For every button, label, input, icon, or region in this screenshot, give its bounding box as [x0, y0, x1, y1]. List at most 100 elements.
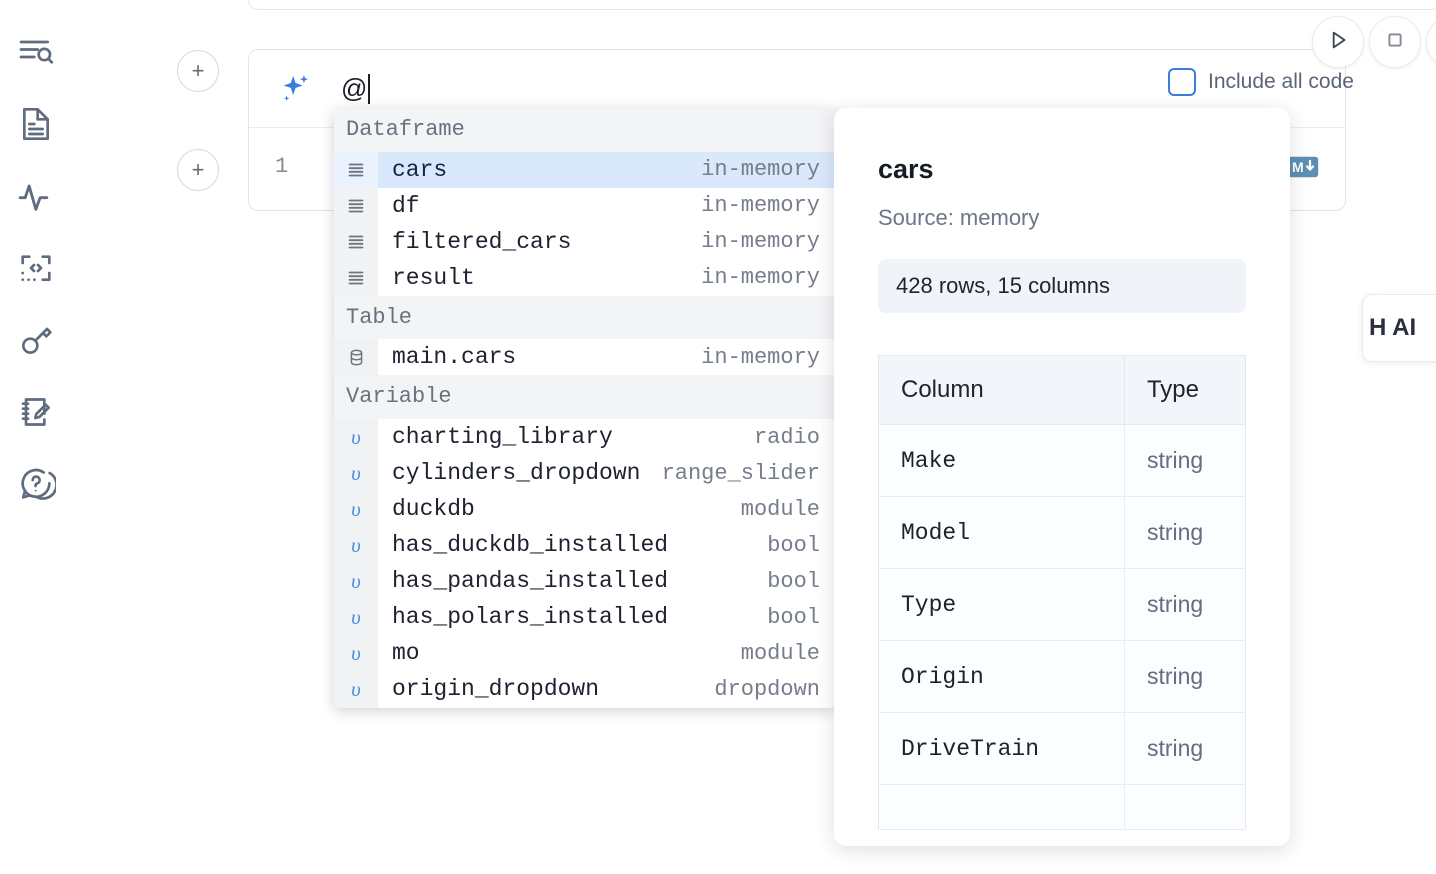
interrupt-button[interactable] — [1369, 16, 1421, 68]
autocomplete-item[interactable]: df in-memory — [334, 187, 834, 224]
autocomplete-item[interactable]: result in-memory — [334, 259, 834, 296]
autocomplete-item[interactable]: cars in-memory — [334, 151, 834, 188]
outline-search-icon — [16, 32, 56, 72]
column-type-cell: string — [1124, 568, 1246, 641]
include-all-code-checkbox[interactable] — [1168, 68, 1196, 96]
autocomplete-item-name: duckdb — [392, 496, 475, 523]
sidebar-item-secrets[interactable] — [10, 304, 62, 376]
autocomplete-item[interactable]: υ has_duckdb_installed bool — [334, 527, 834, 564]
rows-icon — [334, 151, 378, 188]
key-icon — [16, 320, 56, 360]
variable-icon: υ — [334, 563, 378, 600]
autocomplete-item-kind: bool — [767, 568, 820, 594]
more-actions-button[interactable] — [1426, 16, 1436, 68]
svg-text:M: M — [1292, 159, 1304, 175]
add-cell-button-top[interactable]: + — [177, 50, 219, 92]
table-column-header: Type — [1124, 355, 1246, 425]
autocomplete-item-name: cylinders_dropdown — [392, 460, 641, 487]
ai-chip-label: H AI — [1369, 314, 1417, 341]
sidebar-item-help[interactable] — [10, 448, 62, 520]
markdown-icon[interactable]: M — [1287, 156, 1319, 178]
table-row — [878, 784, 1246, 830]
add-cell-button-bottom[interactable]: + — [177, 149, 219, 191]
play-icon — [1325, 27, 1351, 58]
autocomplete-list[interactable]: Dataframe cars in-memory df in-memory filtere… — [334, 108, 834, 708]
autocomplete-item-kind: bool — [767, 532, 820, 558]
autocomplete-item-kind: range_slider — [661, 460, 820, 486]
autocomplete-item-kind: in-memory — [701, 193, 820, 219]
dataframe-preview-panel: cars Source: memory 428 rows, 15 columns… — [834, 108, 1290, 846]
column-name-cell: Origin — [878, 640, 1125, 713]
autocomplete-group-header: Dataframe — [334, 108, 834, 152]
rows-icon — [334, 259, 378, 296]
run-button[interactable] — [1312, 16, 1364, 68]
autocomplete-item-kind: in-memory — [701, 265, 820, 291]
autocomplete-item[interactable]: υpdmodule — [334, 707, 834, 708]
sidebar-item-notebook[interactable] — [10, 88, 62, 160]
autocomplete-item-name: origin_dropdown — [392, 676, 600, 703]
document-icon — [16, 104, 56, 144]
preview-shape-badge: 428 rows, 15 columns — [878, 259, 1246, 313]
plus-icon: + — [191, 58, 205, 83]
ai-prompt-input[interactable]: @ — [341, 73, 371, 104]
autocomplete-item-kind: module — [740, 496, 820, 522]
autocomplete-item-name: df — [392, 192, 420, 219]
database-icon — [334, 339, 378, 376]
autocomplete-item-kind: in-memory — [701, 344, 820, 370]
text-caret — [368, 73, 371, 104]
line-number: 1 — [275, 154, 289, 179]
autocomplete-item-name: has_polars_installed — [392, 604, 669, 631]
column-name-cell: Model — [878, 496, 1125, 569]
autocomplete-item-kind: bool — [767, 604, 820, 630]
preview-source: Source: memory — [878, 205, 1040, 230]
sidebar-item-snippets[interactable] — [10, 232, 62, 304]
notepad-pencil-icon — [16, 392, 56, 432]
ai-prompt-value: @ — [341, 73, 368, 103]
column-name-cell: Type — [878, 568, 1125, 641]
autocomplete-item-kind: module — [740, 640, 820, 666]
table-column-header: Column — [878, 355, 1125, 425]
activity-pulse-icon — [16, 176, 56, 216]
sidebar-item-runtime[interactable] — [10, 160, 62, 232]
autocomplete-item-name: has_duckdb_installed — [392, 532, 669, 559]
autocomplete-item-kind: dropdown — [714, 676, 820, 702]
autocomplete-item-name: cars — [392, 156, 448, 183]
autocomplete-item-name: filtered_cars — [392, 228, 572, 255]
sidebar-item-explore[interactable] — [10, 16, 62, 88]
previous-cell-outline — [248, 0, 1436, 10]
rows-icon — [334, 223, 378, 260]
include-all-code-row[interactable]: Include all code — [1168, 68, 1354, 96]
variable-icon: υ — [334, 527, 378, 564]
autocomplete-item-name: result — [392, 264, 475, 291]
variable-icon: υ — [334, 491, 378, 528]
sidebar-rail — [0, 0, 72, 874]
autocomplete-item-kind: in-memory — [701, 157, 820, 183]
sidebar-item-scratchpad[interactable] — [10, 376, 62, 448]
autocomplete-item-name: has_pandas_installed — [392, 568, 669, 595]
ai-chip-button[interactable]: H AI — [1362, 294, 1436, 362]
autocomplete-dropdown[interactable]: Dataframe cars in-memory df in-memory filtere… — [334, 108, 834, 708]
column-type-cell: string — [1124, 640, 1246, 713]
chat-question-icon — [16, 464, 56, 504]
autocomplete-item[interactable]: υ has_pandas_installed bool — [334, 563, 834, 600]
autocomplete-group-header: Table — [334, 295, 834, 340]
column-type-cell: string — [1124, 496, 1246, 569]
stop-square-icon — [1383, 28, 1407, 57]
